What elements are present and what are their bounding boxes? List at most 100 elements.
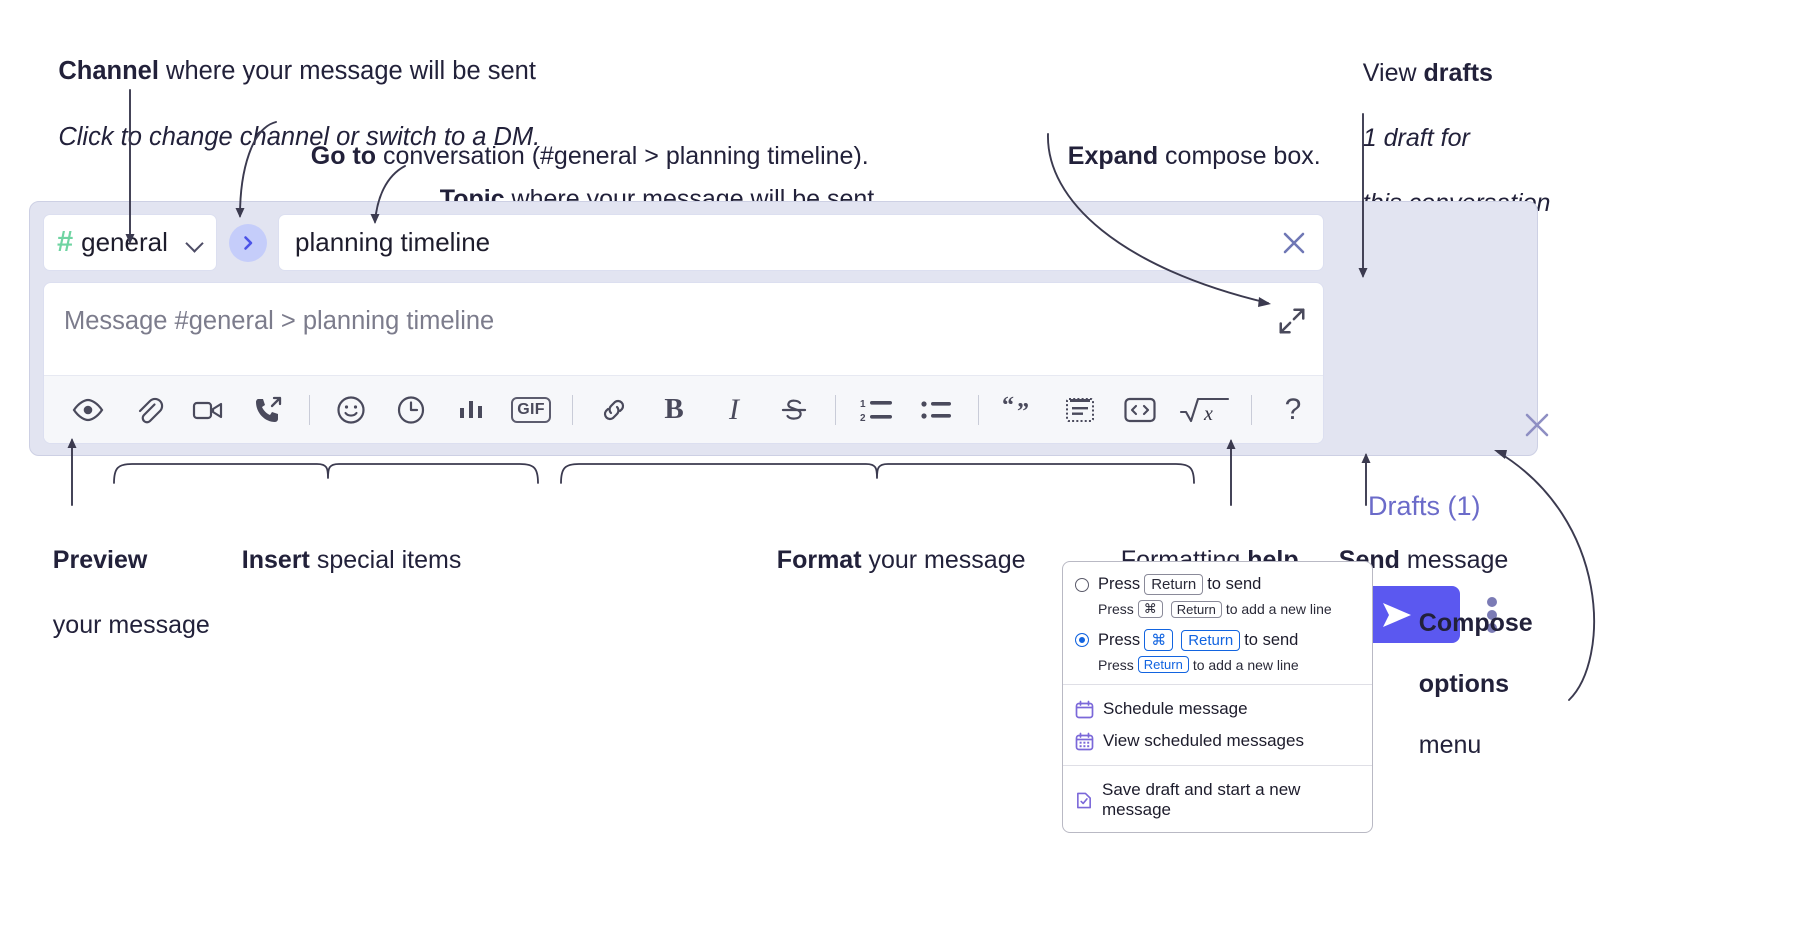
menu-option-return-to-send[interactable]: Press Return to send: [1063, 572, 1372, 597]
toolbar-separator: [572, 394, 573, 425]
annotation-expand: Expand compose box.: [1040, 107, 1321, 205]
radio-unselected[interactable]: [1075, 577, 1089, 592]
call-icon[interactable]: [245, 387, 291, 433]
toolbar-separator: [835, 394, 836, 425]
menu-option2-sub-suffix: to add a new line: [1192, 656, 1299, 673]
gif-label: GIF: [511, 396, 551, 423]
calendar-icon: [1075, 700, 1094, 718]
gif-icon[interactable]: GIF: [508, 387, 554, 433]
annotation-compose-options-bold1: Compose: [1418, 608, 1533, 637]
message-input-container: Message #general > planning timeline: [43, 282, 1324, 444]
bold-icon[interactable]: B: [651, 387, 697, 433]
preview-icon[interactable]: [65, 387, 111, 433]
svg-text:2: 2: [860, 413, 866, 424]
key-return: Return: [1170, 600, 1222, 618]
italic-label: I: [729, 392, 739, 426]
chevron-down-icon: [187, 235, 203, 251]
annotation-send-rest: message: [1399, 545, 1509, 574]
menu-item-schedule-message[interactable]: Schedule message: [1063, 693, 1372, 725]
close-compose-icon[interactable]: [1519, 407, 1555, 443]
menu-option2-sub-press: Press: [1098, 656, 1134, 673]
annotation-drafts-bold: drafts: [1423, 58, 1493, 87]
message-input-area[interactable]: Message #general > planning timeline: [44, 283, 1323, 375]
menu-option2-press: Press: [1098, 630, 1141, 649]
key-command: ⌘: [1144, 629, 1174, 651]
annotation-format-bold: Format: [776, 545, 862, 574]
compose-widget: # general planning timeline: [29, 201, 1549, 643]
menu-item-save-draft[interactable]: Save draft and start a new message: [1063, 774, 1372, 826]
annotation-channel-bold: Channel: [58, 57, 159, 86]
topic-value: planning timeline: [295, 227, 491, 257]
clock-icon[interactable]: [388, 387, 434, 433]
save-draft-icon: [1077, 792, 1091, 808]
key-return: Return: [1144, 574, 1204, 595]
annotation-goto-bold: Go to: [310, 141, 377, 170]
hash-icon: #: [57, 226, 74, 258]
math-icon[interactable]: x: [1177, 387, 1233, 433]
strikethrough-icon[interactable]: [771, 387, 817, 433]
annotation-insert-bold: Insert: [241, 545, 310, 574]
calendar-grid-icon: [1075, 732, 1094, 750]
channel-name-label: general: [81, 227, 168, 257]
code-icon[interactable]: [1117, 387, 1163, 433]
annotation-preview: Preview your message: [25, 511, 210, 674]
drafts-link[interactable]: Drafts (1): [1368, 491, 1481, 521]
toolbar-separator: [309, 394, 310, 425]
menu-option1-sub-press: Press: [1098, 601, 1134, 617]
annotation-format: Format your message: [749, 511, 1026, 609]
italic-icon[interactable]: I: [711, 387, 757, 433]
bulleted-list-icon[interactable]: [914, 387, 960, 433]
link-icon[interactable]: [591, 387, 637, 433]
help-label: ?: [1284, 392, 1302, 426]
ordered-list-icon[interactable]: 1 2: [854, 387, 900, 433]
close-icon[interactable]: [1277, 226, 1311, 260]
video-icon[interactable]: [185, 387, 231, 433]
kebab-dot: [1487, 597, 1497, 607]
emoji-icon[interactable]: [328, 387, 374, 433]
expand-icon[interactable]: [1277, 306, 1307, 336]
message-placeholder: Message #general > planning timeline: [64, 307, 495, 335]
radio-selected[interactable]: [1075, 633, 1089, 647]
menu-item-view-scheduled-messages[interactable]: View scheduled messages: [1063, 725, 1372, 757]
menu-item-label: Save draft and start a new message: [1102, 780, 1301, 819]
blockquote-icon[interactable]: “ ”: [997, 387, 1043, 433]
channel-selector-button[interactable]: # general: [43, 214, 217, 271]
topic-field[interactable]: planning timeline: [278, 214, 1324, 271]
annotation-channel-rest: where your message will be sent: [158, 57, 536, 86]
annotation-goto-rest: conversation (#general > planning timeli…: [376, 141, 869, 170]
poll-icon[interactable]: [448, 387, 494, 433]
menu-divider: [1063, 684, 1372, 685]
annotation-insert: Insert special items: [214, 511, 462, 609]
annotation-compose-options-rest: menu: [1418, 730, 1482, 759]
menu-option-cmd-return-to-send[interactable]: Press ⌘ Return to send: [1063, 627, 1372, 653]
svg-text:x: x: [1203, 403, 1213, 425]
compose-options-menu: Press Return to send Press ⌘ Return to a…: [1062, 561, 1373, 833]
compose-options-button[interactable]: [1479, 594, 1505, 636]
menu-option2-subtext: Press Return to add a new line: [1063, 653, 1372, 676]
toolbar-separator: [978, 394, 979, 425]
menu-divider: [1063, 765, 1372, 766]
annotation-goto: Go to conversation (#general > planning …: [283, 107, 869, 205]
go-to-conversation-button[interactable]: [229, 223, 267, 262]
menu-option1-subtext: Press ⌘ Return to add a new line: [1063, 597, 1372, 621]
menu-item-label: Schedule message: [1103, 699, 1248, 718]
annotation-format-rest: your message: [861, 545, 1026, 574]
menu-item-label: View scheduled messages: [1103, 731, 1304, 750]
toolbar-separator: [1251, 394, 1252, 425]
key-return: Return: [1137, 656, 1189, 673]
svg-text:”: ”: [1017, 399, 1029, 425]
annotation-drafts-italic1: 1 draft for: [1362, 123, 1470, 152]
annotation-expand-rest: compose box.: [1158, 141, 1321, 170]
send-icon: [1382, 602, 1411, 627]
annotation-expand-bold: Expand: [1067, 141, 1159, 170]
attachment-icon[interactable]: [125, 387, 171, 433]
kebab-dot: [1487, 623, 1497, 633]
annotation-send: Send message: [1311, 511, 1509, 609]
annotation-compose-options-bold2: options: [1418, 669, 1510, 698]
compose-header-row: # general planning timeline: [43, 214, 1324, 271]
annotation-insert-rest: special items: [309, 545, 462, 574]
svg-text:“: “: [1002, 395, 1014, 419]
code-block-icon[interactable]: [1057, 387, 1103, 433]
help-icon[interactable]: ?: [1270, 387, 1316, 433]
menu-option1-sub-suffix: to add a new line: [1225, 601, 1332, 617]
